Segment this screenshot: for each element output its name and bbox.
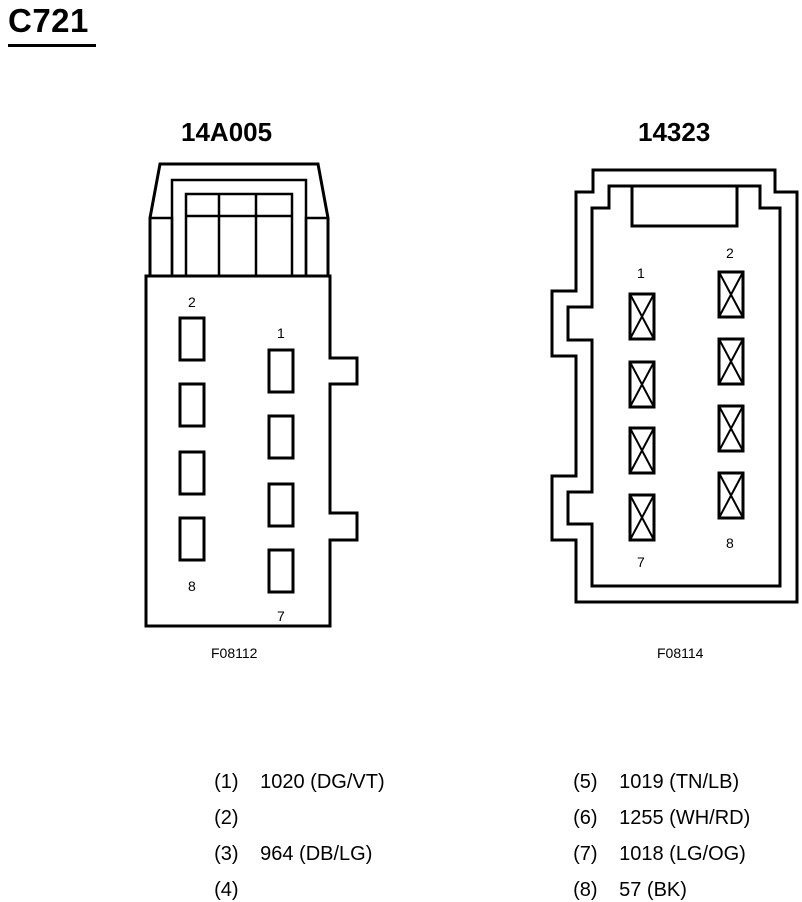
connector-a-pin-label: 7 xyxy=(277,608,285,624)
pin-number: (1) xyxy=(214,771,239,793)
pinout-row-6: (6) 1255 (WH/RD) xyxy=(562,784,750,830)
connector-a-figure-code: F08112 xyxy=(211,645,258,661)
pin-circuit: 1018 (LG/OG) xyxy=(619,843,746,865)
pinout-row-5: (5) 1019 (TN/LB) xyxy=(562,748,739,794)
connector-a-pin-label: 2 xyxy=(188,294,196,310)
connector-b-pin-label: 7 xyxy=(637,554,645,570)
connector-b-outer-shell xyxy=(550,168,799,604)
pin-circuit: 1019 (TN/LB) xyxy=(619,771,740,793)
connector-a-cavity xyxy=(178,382,206,428)
pin-number: (7) xyxy=(573,843,598,865)
pin-number: (4) xyxy=(214,879,239,901)
pin-number: (8) xyxy=(573,879,598,901)
pinout-row-2: (2) xyxy=(203,784,260,830)
pinout-row-3: (3) 964 (DB/LG) xyxy=(203,820,372,866)
pinout-row-4: (4) xyxy=(203,856,260,902)
connector-b-cavities xyxy=(628,270,745,542)
pin-circuit: 964 (DB/LG) xyxy=(260,843,373,865)
pin-circuit: 57 (BK) xyxy=(619,879,687,901)
pinout-row-7: (7) 1018 (LG/OG) xyxy=(562,820,746,866)
connector-a-cavity xyxy=(267,414,295,460)
connector-a-pin-label: 8 xyxy=(188,578,196,594)
connector-b-terminal xyxy=(628,292,656,341)
connector-b-terminal xyxy=(717,337,745,386)
connector-b-figure-code: F08114 xyxy=(657,645,704,661)
connector-b-key xyxy=(630,186,739,228)
connector-a-cavity xyxy=(178,450,206,496)
connector-a-cavity xyxy=(267,348,295,394)
connector-b-part-number: 14323 xyxy=(638,117,711,147)
connector-b-terminal xyxy=(717,471,745,520)
connector-a-body xyxy=(144,274,359,628)
connector-a-part-number: 14A005 xyxy=(181,117,273,147)
connector-b-pin-label: 1 xyxy=(637,265,645,281)
connector-b-terminal xyxy=(628,426,656,475)
pin-circuit: 1255 (WH/RD) xyxy=(619,807,751,829)
pin-number: (5) xyxy=(573,771,598,793)
connector-title: C721 xyxy=(8,2,89,39)
connector-a-cavity xyxy=(178,316,206,362)
connector-diagrams: 2 1 8 7 1 2 7 8 xyxy=(144,162,799,628)
pin-number: (3) xyxy=(214,843,239,865)
connector-a-cavity xyxy=(178,516,206,562)
connector-a-latch xyxy=(148,162,330,276)
connector-a-drawing xyxy=(144,162,359,628)
connector-b-terminal xyxy=(628,493,656,542)
connector-b-inner-shell xyxy=(566,184,782,588)
title-underline xyxy=(8,44,96,47)
pin-number: (2) xyxy=(214,807,239,829)
connector-a-cavity xyxy=(267,548,295,594)
connector-b-pin-label: 8 xyxy=(726,535,734,551)
pin-number: (6) xyxy=(573,807,598,829)
connector-b-pin-label: 2 xyxy=(726,245,734,261)
pin-circuit: 1020 (DG/VT) xyxy=(260,771,385,793)
connector-b-terminal xyxy=(628,360,656,409)
pinout-row-1: (1) 1020 (DG/VT) xyxy=(203,748,385,794)
connector-a-cavities xyxy=(178,316,295,594)
connector-b-drawing xyxy=(550,168,799,604)
pinout-row-8: (8) 57 (BK) xyxy=(562,856,687,902)
connector-a-cavity xyxy=(267,482,295,528)
connector-a-pin-label: 1 xyxy=(277,325,285,341)
connector-b-terminal xyxy=(717,270,745,319)
connector-b-terminal xyxy=(717,404,745,453)
